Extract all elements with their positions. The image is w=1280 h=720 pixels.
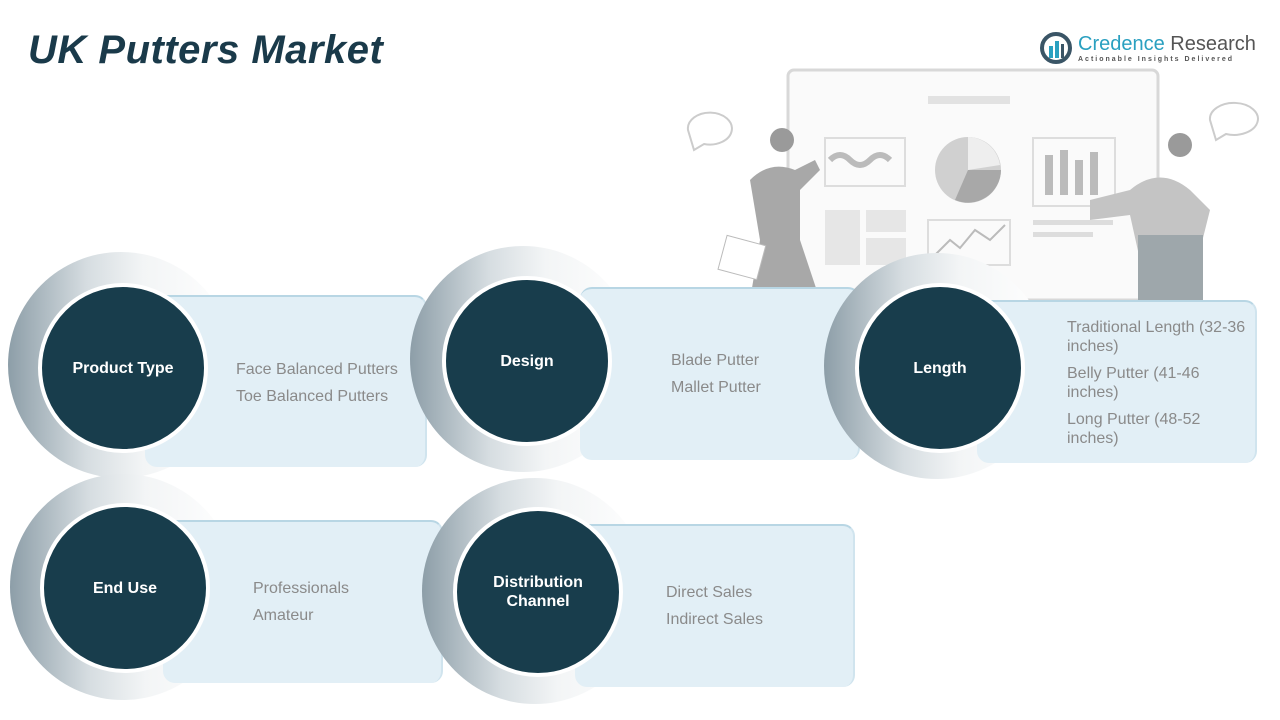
segment-circle-length: Length — [855, 283, 1025, 453]
segment-items-design: Blade Putter Mallet Putter — [671, 347, 761, 401]
segment-card-end-use — [163, 520, 443, 683]
presentation-illustration — [686, 68, 1259, 302]
logo-brand: Credence — [1078, 33, 1165, 55]
segment-circle-product-type: Product Type — [38, 283, 208, 453]
segment-items-end-use: Professionals Amateur — [253, 575, 349, 629]
list-item: Long Putter (48-52 inches) — [1067, 411, 1201, 447]
list-item: Traditional Length (32-36 inches) — [1067, 319, 1246, 355]
logo-tagline: Actionable Insights Delivered — [1078, 56, 1235, 63]
list-item: Face Balanced Putters — [236, 361, 398, 378]
list-item: Toe Balanced Putters — [236, 388, 389, 405]
list-item: Blade Putter — [671, 352, 760, 369]
segment-items-length: Traditional Length (32-36 inches) Belly … — [1067, 318, 1247, 456]
list-item: Direct Sales — [666, 584, 753, 601]
segment-circle-design: Design — [442, 276, 612, 446]
segment-items-product-type: Face Balanced Putters Toe Balanced Putte… — [236, 356, 398, 410]
list-item: Belly Putter (41-46 inches) — [1067, 365, 1200, 401]
credence-research-logo: Credence Research Actionable Insights De… — [1040, 32, 1256, 64]
segment-items-distribution-channel: Direct Sales Indirect Sales — [666, 579, 763, 633]
list-item: Amateur — [253, 607, 314, 624]
list-item: Indirect Sales — [666, 611, 763, 628]
logo-icon — [1040, 32, 1072, 64]
segment-circle-distribution-channel: Distribution Channel — [453, 507, 623, 677]
list-item: Professionals — [253, 580, 350, 597]
list-item: Mallet Putter — [671, 379, 761, 396]
page-title: UK Putters Market — [28, 28, 384, 72]
logo-brand-2: Research — [1164, 33, 1256, 55]
segment-circle-end-use: End Use — [40, 503, 210, 673]
